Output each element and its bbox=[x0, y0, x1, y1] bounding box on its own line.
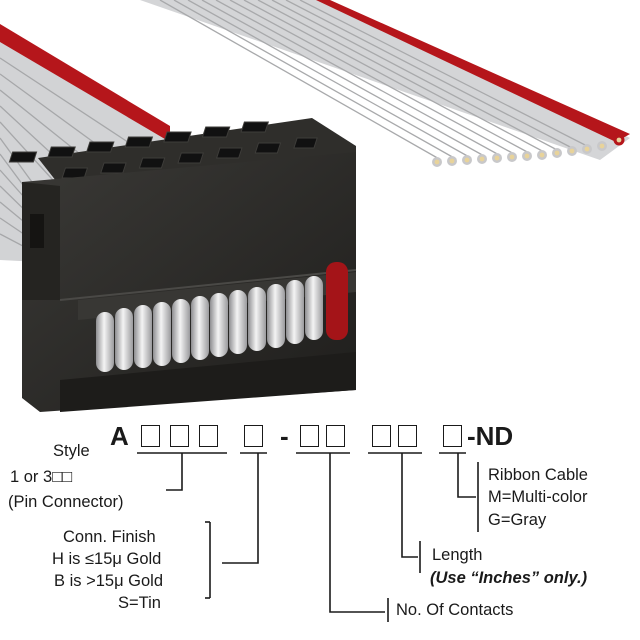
contacts-box-2 bbox=[326, 425, 345, 447]
length-note: (Use “Inches” only.) bbox=[430, 569, 588, 587]
style-box-3 bbox=[199, 425, 218, 447]
finish-title: Conn. Finish bbox=[63, 528, 156, 546]
length-title: Length bbox=[432, 546, 483, 564]
part-suffix: -ND bbox=[467, 421, 514, 451]
ribbon-box bbox=[443, 425, 462, 447]
finish-line-1: H is ≤15μ Gold bbox=[52, 550, 162, 568]
finish-line-2: B is >15μ Gold bbox=[54, 572, 164, 590]
ribbon-title: Ribbon Cable bbox=[488, 466, 588, 484]
ribbon-coils bbox=[96, 262, 348, 372]
length-box-1 bbox=[372, 425, 391, 447]
contacts-title: No. Of Contacts bbox=[396, 601, 514, 619]
length-box-2 bbox=[398, 425, 417, 447]
ribbon-line-2: G=Gray bbox=[488, 511, 547, 529]
style-line-2: (Pin Connector) bbox=[8, 493, 124, 511]
contacts-box-1 bbox=[300, 425, 319, 447]
finish-line-3: S=Tin bbox=[118, 594, 161, 612]
part-separator: - bbox=[280, 421, 289, 451]
style-box-2 bbox=[170, 425, 189, 447]
idc-connector bbox=[8, 118, 357, 412]
connector-illustration bbox=[0, 0, 630, 412]
style-title: Style bbox=[53, 442, 90, 460]
ribbon-cable-right bbox=[140, 0, 630, 167]
ribbon-line-1: M=Multi-color bbox=[488, 488, 588, 506]
style-box-1 bbox=[141, 425, 160, 447]
part-prefix: A bbox=[110, 421, 129, 451]
finish-box bbox=[244, 425, 263, 447]
style-line-1: 1 or 3□□ bbox=[10, 468, 73, 486]
